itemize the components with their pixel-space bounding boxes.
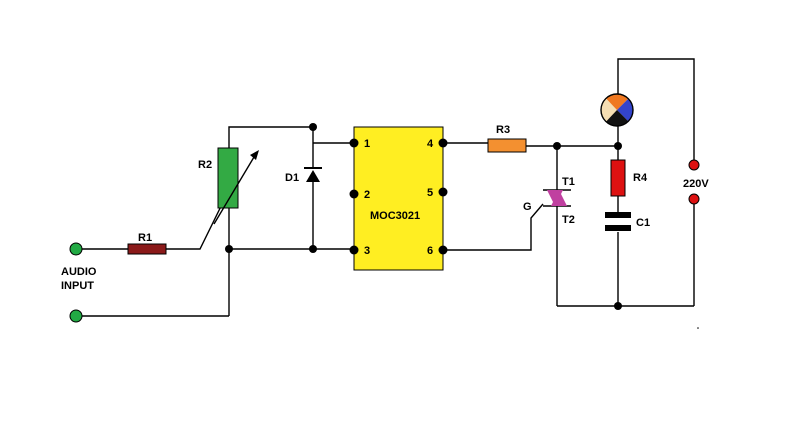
wire-pin6-gate [443, 203, 544, 251]
label-audio-input-line1: AUDIO [61, 266, 97, 278]
audio-input-terminal-bottom [69, 309, 83, 323]
wires [76, 58, 695, 317]
wire-r1-r2 [166, 189, 230, 250]
label-t2: T2 [562, 214, 575, 226]
ic-moc3021 [353, 126, 444, 271]
triac-icon [543, 189, 571, 207]
ic-pin-1 [349, 138, 359, 148]
label-r3: R3 [496, 124, 510, 136]
wire-lamp-supply [617, 58, 695, 160]
resistor-r3 [487, 138, 527, 153]
ic-pin-2 [349, 189, 359, 199]
junction-dot [309, 123, 317, 131]
junction-dot [309, 245, 317, 253]
diode-icon [304, 167, 322, 182]
resistor-r1 [127, 243, 167, 255]
label-pin3: 3 [364, 245, 370, 257]
junction-dot [614, 302, 622, 310]
label-c1: C1 [636, 217, 650, 229]
supply-terminal-bottom [688, 193, 700, 205]
label-pin2: 2 [364, 189, 370, 201]
label-supply: 220V [683, 178, 709, 190]
junction-dot [614, 142, 622, 150]
label-gate: G [523, 201, 532, 213]
wire-r2-top [228, 126, 313, 148]
label-pin4: 4 [427, 138, 434, 150]
label-pin6: 6 [427, 245, 433, 257]
label-audio-input-line2: INPUT [61, 280, 94, 292]
resistor-r4 [610, 159, 626, 197]
potentiometer-r2 [217, 147, 239, 209]
ic-pin-5 [438, 187, 448, 197]
ic-pin-6 [438, 245, 448, 255]
audio-input-terminal-top [69, 242, 83, 256]
label-t1: T1 [562, 176, 575, 188]
capacitor-c1 [605, 212, 631, 231]
arrow-head-icon [250, 150, 259, 160]
junction-dot [225, 245, 233, 253]
junction-dot [553, 142, 561, 150]
stray-dot [697, 327, 699, 329]
label-pin1: 1 [364, 138, 370, 150]
supply-terminal-top [688, 159, 700, 171]
label-r4: R4 [633, 172, 648, 184]
label-pin5: 5 [427, 187, 433, 199]
ic-pin-4 [438, 138, 448, 148]
potentiometer-wiper-arrow [213, 151, 258, 225]
label-r1: R1 [138, 232, 152, 244]
lamp-icon [600, 93, 634, 127]
label-d1: D1 [285, 172, 299, 184]
label-ic: MOC3021 [370, 210, 420, 222]
label-r2: R2 [198, 159, 212, 171]
ic-pin-3 [349, 245, 359, 255]
